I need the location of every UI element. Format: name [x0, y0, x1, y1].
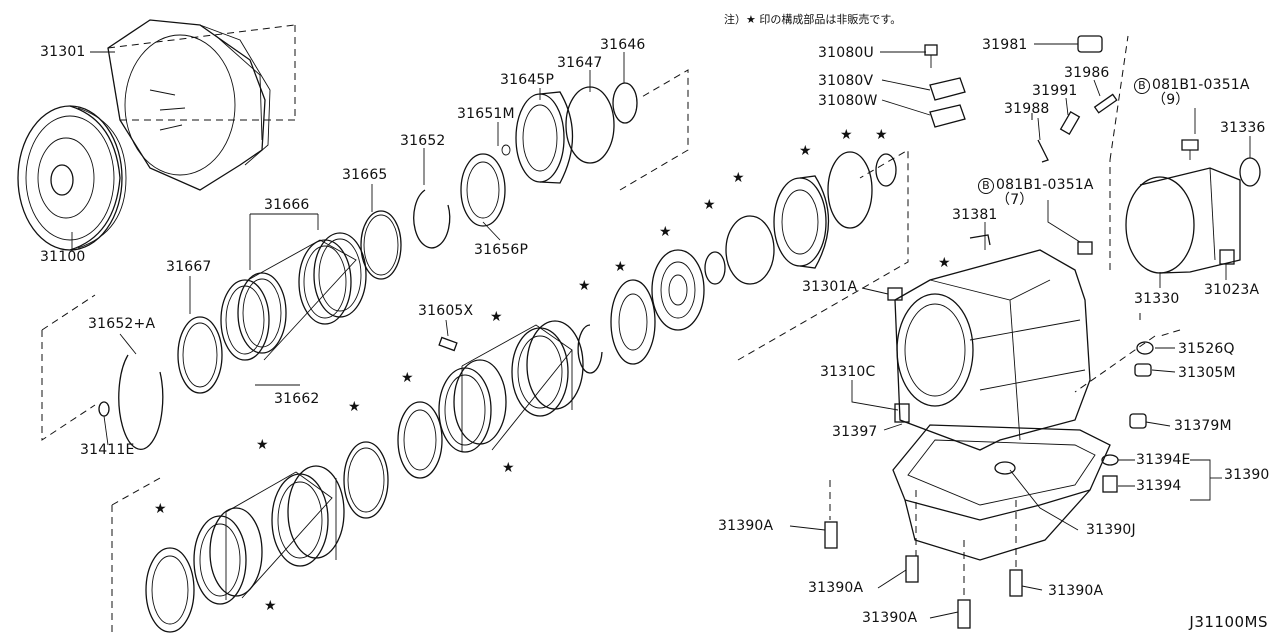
part-label-31986[interactable]: 31986: [1064, 65, 1110, 81]
part-label-31665[interactable]: 31665: [342, 167, 388, 183]
svg-text:★: ★: [502, 460, 515, 476]
clutch-plates-middle: [438, 320, 603, 453]
part-label-31390j[interactable]: 31390J: [1086, 522, 1136, 538]
part-label-31988[interactable]: 31988: [1004, 101, 1050, 117]
part-label-31023a[interactable]: 31023A: [1204, 282, 1260, 298]
converter-housing: [107, 19, 271, 191]
part-label-31526q[interactable]: 31526Q: [1178, 341, 1235, 357]
small-parts: [824, 35, 1235, 629]
bolt-part-number: 081B1-0351A: [1152, 77, 1250, 93]
part-label-31390a-3[interactable]: 31390A: [1048, 583, 1104, 599]
part-label-31656p[interactable]: 31656P: [474, 242, 529, 258]
gear-set: [610, 151, 897, 365]
part-label-31080u[interactable]: 31080U: [818, 45, 874, 61]
svg-text:★: ★: [840, 127, 853, 143]
part-label-31390[interactable]: 31390: [1224, 467, 1270, 483]
svg-text:★: ★: [659, 224, 672, 240]
svg-text:★: ★: [703, 197, 716, 213]
part-label-31100[interactable]: 31100: [40, 249, 86, 265]
bolt-part-number: 081B1-0351A: [996, 177, 1094, 193]
part-label-31310c[interactable]: 31310C: [820, 364, 876, 380]
transmission-case: [894, 230, 1091, 451]
part-label-31390a-1[interactable]: 31390A: [718, 518, 774, 534]
svg-text:★: ★: [578, 278, 591, 294]
part-label-31652a[interactable]: 31652+A: [88, 316, 156, 332]
svg-text:★: ★: [490, 309, 503, 325]
bolt-circled-b-icon: B: [978, 178, 994, 194]
part-label-31305m[interactable]: 31305M: [1178, 365, 1236, 381]
part-label-31981[interactable]: 31981: [982, 37, 1028, 53]
part-label-31394[interactable]: 31394: [1136, 478, 1182, 494]
bolt-quantity-9: （9）: [1152, 92, 1190, 108]
part-label-31381[interactable]: 31381: [952, 207, 998, 223]
part-label-31336[interactable]: 31336: [1220, 120, 1266, 136]
part-label-31646[interactable]: 31646: [600, 37, 646, 53]
bolt-circled-b-icon: B: [1134, 78, 1150, 94]
part-label-31397[interactable]: 31397: [832, 424, 878, 440]
torque-converter: [17, 105, 127, 251]
diagram-code: J31100MS: [1189, 613, 1268, 631]
svg-text:★: ★: [256, 437, 269, 453]
part-label-31080v[interactable]: 31080V: [818, 73, 874, 89]
part-label-31390a-4[interactable]: 31390A: [862, 610, 918, 626]
svg-text:★: ★: [154, 501, 167, 517]
part-label-31652[interactable]: 31652: [400, 133, 446, 149]
part-label-31991[interactable]: 31991: [1032, 83, 1078, 99]
part-label-31651m[interactable]: 31651M: [457, 106, 515, 122]
svg-text:★: ★: [348, 399, 361, 415]
svg-text:★: ★: [614, 259, 627, 275]
part-label-31080w[interactable]: 31080W: [818, 93, 878, 109]
part-label-31301[interactable]: 31301: [40, 44, 86, 60]
part-label-31390a-2[interactable]: 31390A: [808, 580, 864, 596]
part-label-31301a[interactable]: 31301A: [802, 279, 858, 295]
part-label-31605x[interactable]: 31605X: [418, 303, 474, 319]
non-sale-note: 注）★ 印の構成部品は非販売です。: [724, 13, 902, 26]
part-label-31666[interactable]: 31666: [264, 197, 310, 213]
part-label-31379m[interactable]: 31379M: [1174, 418, 1232, 434]
svg-text:★: ★: [875, 127, 888, 143]
clutch-plates-lower: [145, 401, 443, 633]
part-label-31662[interactable]: 31662: [274, 391, 320, 407]
part-label-31667[interactable]: 31667: [166, 259, 212, 275]
svg-text:★: ★: [799, 143, 812, 159]
svg-text:★: ★: [264, 598, 277, 614]
part-label-31645p[interactable]: 31645P: [500, 72, 555, 88]
part-label-31330[interactable]: 31330: [1134, 291, 1180, 307]
svg-text:★: ★: [401, 370, 414, 386]
svg-text:★: ★: [732, 170, 745, 186]
leader-lines: [71, 43, 1251, 619]
part-label-31394e[interactable]: 31394E: [1136, 452, 1191, 468]
bolt-quantity-7: （7）: [996, 192, 1034, 208]
oil-pan: [892, 424, 1111, 561]
clutch-plates-upper: [177, 153, 506, 394]
part-label-31647[interactable]: 31647: [557, 55, 603, 71]
part-label-31411e[interactable]: 31411E: [80, 442, 135, 458]
svg-text:★: ★: [938, 255, 951, 271]
